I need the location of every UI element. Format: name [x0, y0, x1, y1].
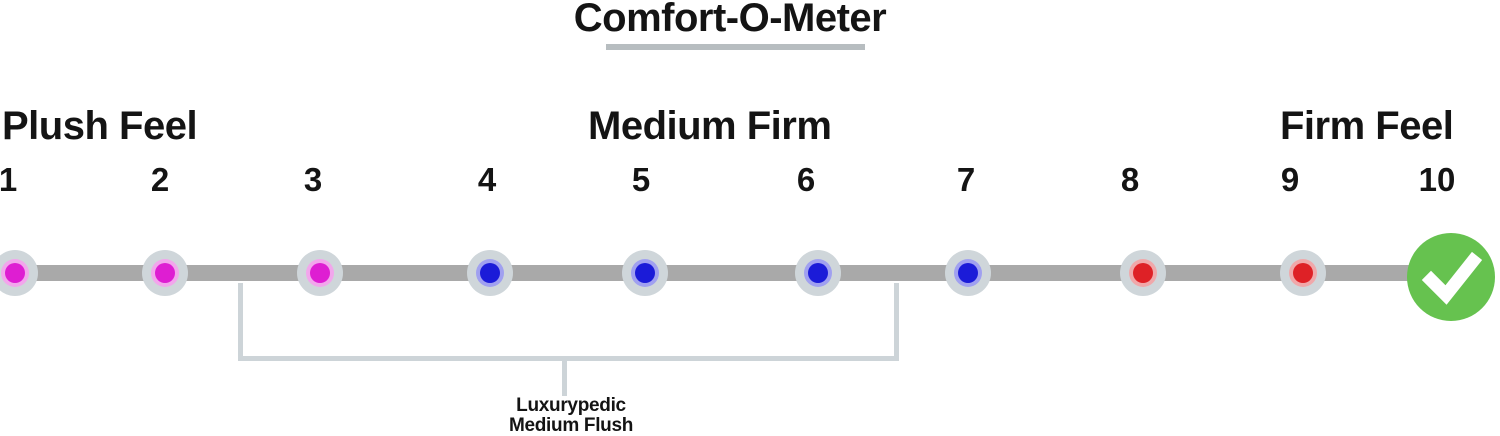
annotation-line-1: Luxurypedic	[516, 395, 626, 416]
annotation-line-2: Medium Flush	[508, 415, 634, 436]
scale-dot-5	[622, 250, 668, 296]
scale-dot-inner-3	[310, 263, 330, 283]
tick-label-4: 4	[477, 161, 497, 198]
tick-label-2: 2	[150, 161, 170, 198]
scale-dot-inner-1	[5, 263, 25, 283]
scale-dot-7	[945, 250, 991, 296]
checkmark-icon	[1421, 251, 1483, 305]
scale-dot-inner-7	[958, 263, 978, 283]
zone-label-medium-firm: Medium Firm	[588, 104, 832, 148]
bracket-bottom-line	[238, 356, 899, 361]
title-underline	[606, 44, 865, 50]
tick-label-9: 9	[1280, 161, 1300, 198]
bracket-stem-line	[562, 361, 567, 396]
highlight-annotation: Luxurypedic Medium Flush	[471, 396, 671, 436]
scale-dot-1	[0, 250, 38, 296]
scale-bar	[12, 265, 1445, 281]
zone-label-firm-feel: Firm Feel	[1280, 104, 1454, 148]
scale-dot-inner-9	[1293, 263, 1313, 283]
zone-label-plush-feel: Plush Feel	[2, 104, 198, 148]
tick-label-6: 6	[796, 161, 816, 198]
scale-dot-inner-2	[155, 263, 175, 283]
scale-dot-inner-5	[635, 263, 655, 283]
scale-dot-inner-6	[808, 263, 828, 283]
tick-label-3: 3	[303, 161, 323, 198]
scale-dot-3	[297, 250, 343, 296]
bracket-right-line	[894, 283, 899, 361]
scale-dot-4	[467, 250, 513, 296]
tick-label-7: 7	[956, 161, 976, 198]
tick-label-8: 8	[1120, 161, 1140, 198]
tick-label-1: 1	[0, 161, 18, 198]
page-title: Comfort-O-Meter	[573, 0, 887, 40]
scale-dot-9	[1280, 250, 1326, 296]
scale-dot-6	[795, 250, 841, 296]
tick-label-5: 5	[631, 161, 651, 198]
tick-label-10: 10	[1418, 161, 1456, 198]
scale-dot-2	[142, 250, 188, 296]
scale-dot-8	[1120, 250, 1166, 296]
bracket-left-line	[238, 283, 243, 361]
scale-dot-inner-8	[1133, 263, 1153, 283]
scale-dot-inner-4	[480, 263, 500, 283]
green-check-marker	[1407, 233, 1495, 321]
